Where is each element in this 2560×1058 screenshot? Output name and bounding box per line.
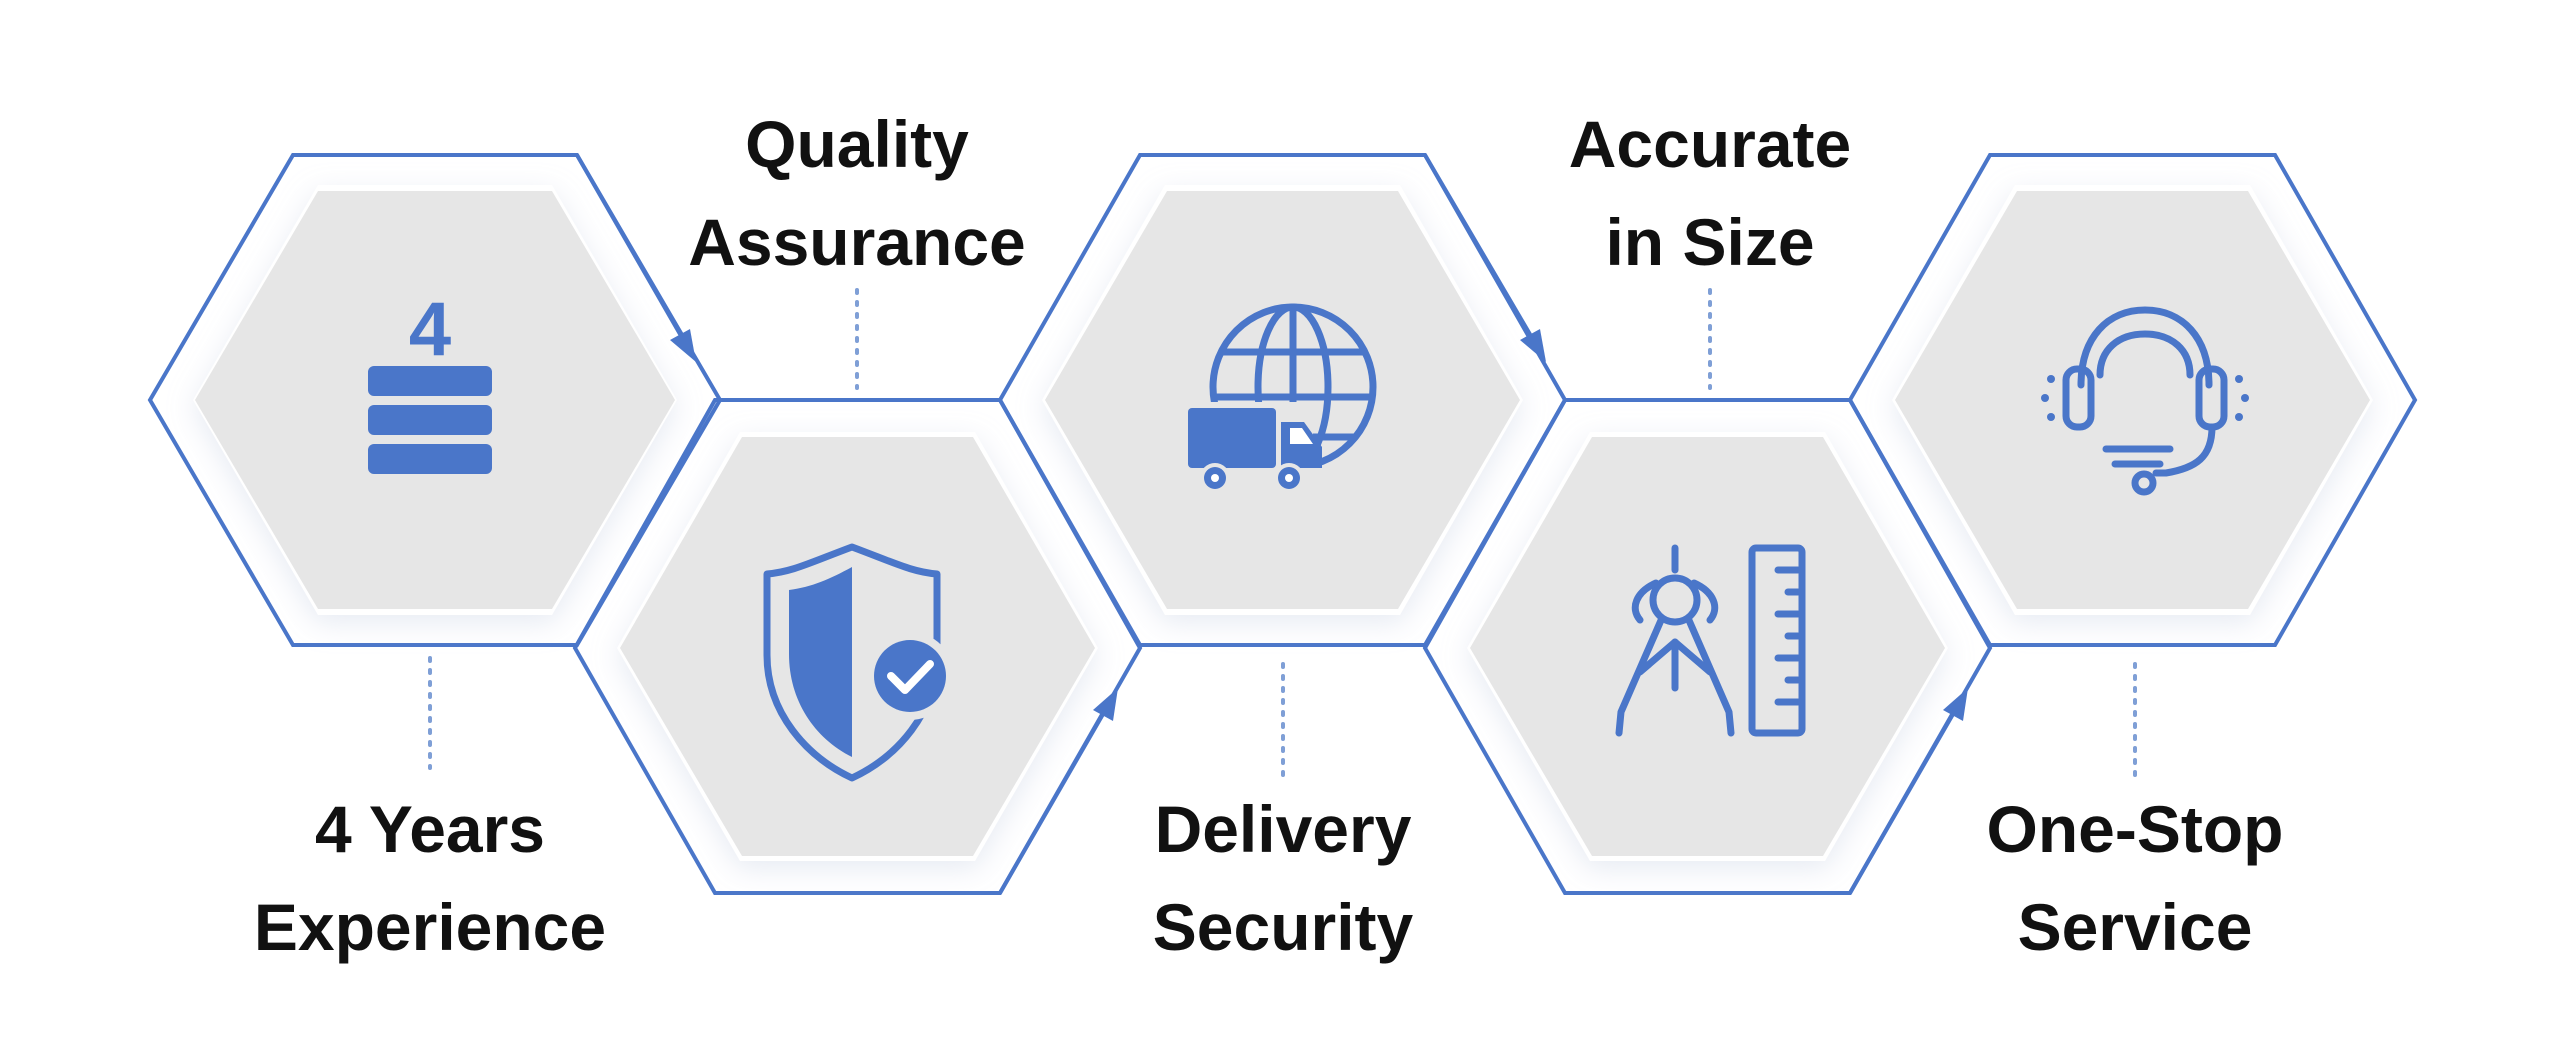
shield-check-icon — [763, 543, 954, 782]
hexagon-5-one-stop-service — [1847, 153, 2418, 647]
connector-arrow-3 — [1423, 153, 1546, 362]
feature-label-3-line1: Delivery — [1154, 792, 1412, 866]
feature-label-5: One-Stop Service — [1875, 780, 2395, 976]
feature-label-4-line1: Accurate — [1568, 107, 1852, 181]
feature-label-4-line2: in Size — [1605, 205, 1815, 279]
feature-label-5-line2: Service — [2017, 890, 2253, 964]
connector-arrow-4 — [1848, 688, 1968, 894]
feature-label-2-line1: Quality — [745, 107, 969, 181]
connector-arrow-2 — [998, 688, 1118, 894]
connector-arrow-1 — [575, 154, 696, 362]
compass-ruler-icon — [1615, 544, 1806, 737]
globe-truck-icon — [1183, 303, 1377, 493]
feature-label-2-line2: Assurance — [688, 205, 1026, 279]
hexagon-1-years-experience — [147, 153, 723, 647]
feature-label-5-line1: One-Stop — [1986, 792, 2284, 866]
feature-label-1: 4 Years Experience — [170, 780, 690, 976]
hexagon-4-accurate-size — [1422, 398, 1993, 895]
svg-text:4: 4 — [409, 287, 451, 372]
headset-icon — [2041, 306, 2249, 496]
hexagon-2-quality-assurance — [572, 398, 1143, 895]
feature-label-3: Delivery Security — [1023, 780, 1543, 976]
feature-label-3-line2: Security — [1152, 890, 1414, 964]
feature-label-1-line2: Experience — [253, 890, 607, 964]
feature-label-4: Accurate in Size — [1450, 95, 1970, 291]
feature-label-2: Quality Assurance — [597, 95, 1117, 291]
years-stack-icon: 4 — [368, 287, 492, 474]
feature-label-1-line1: 4 Years — [314, 792, 546, 866]
